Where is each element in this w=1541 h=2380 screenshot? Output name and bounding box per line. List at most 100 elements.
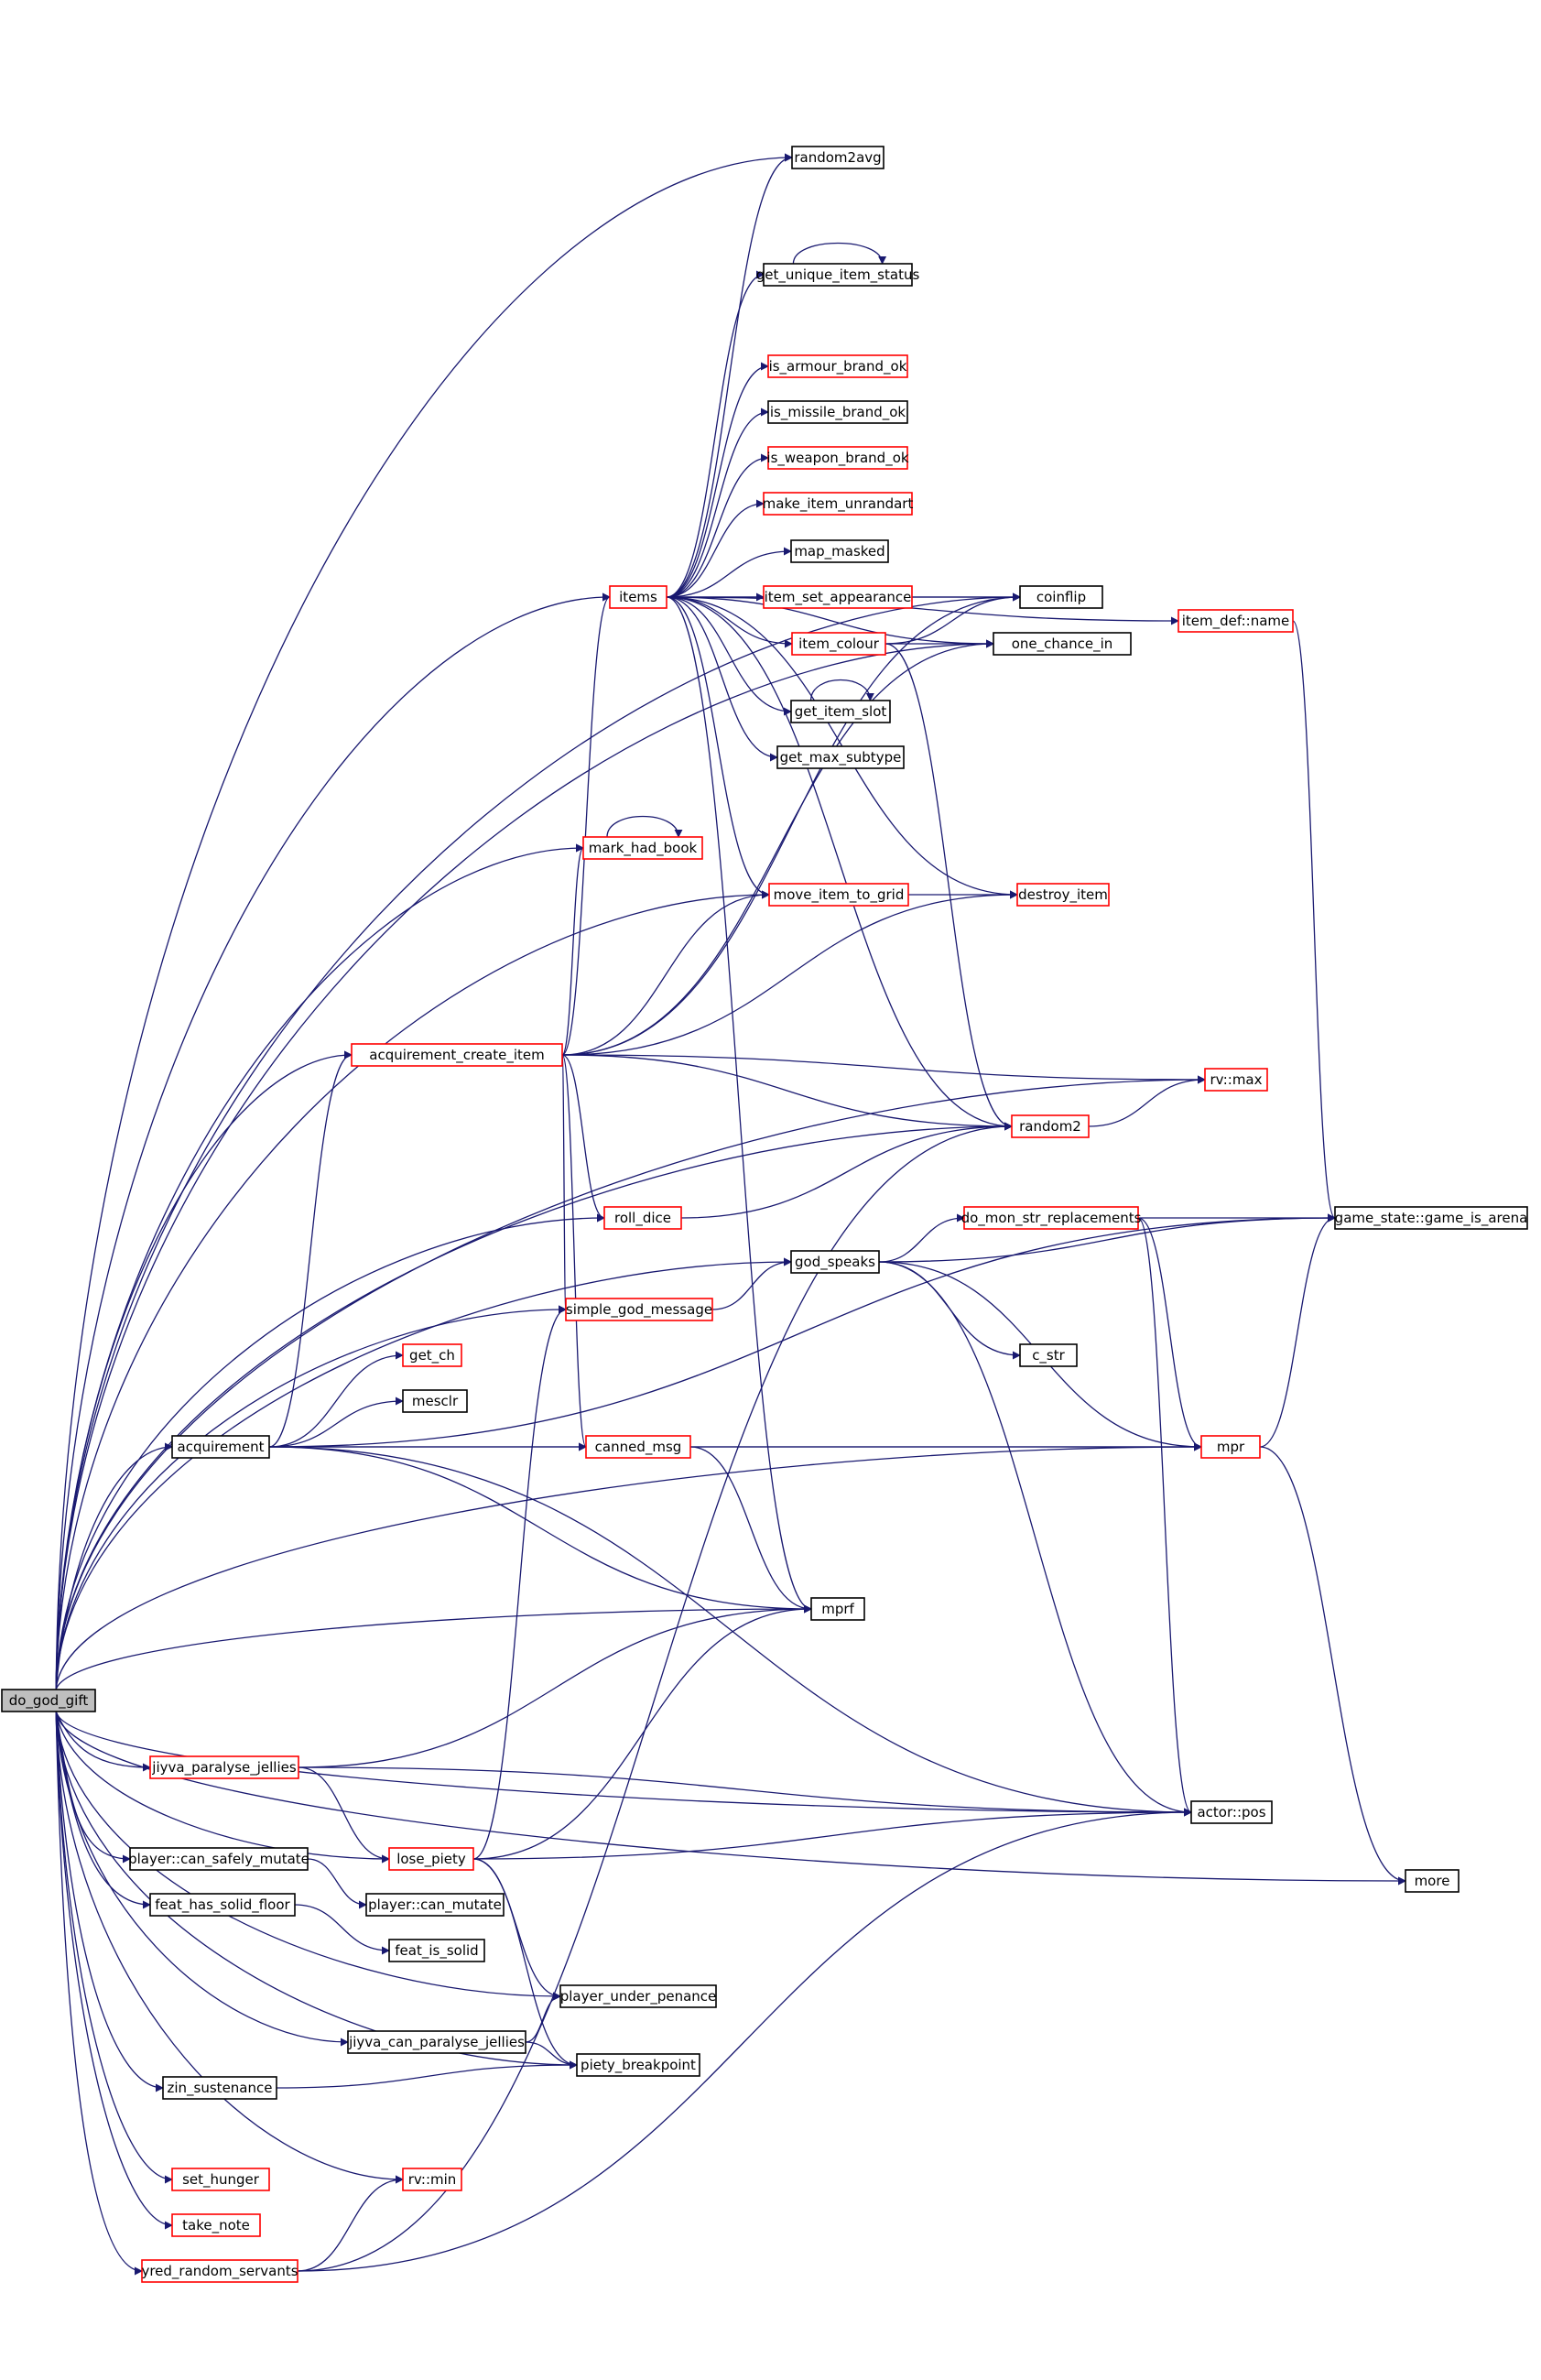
node-box[interactable]: [171, 2213, 261, 2237]
node-box[interactable]: [171, 1435, 270, 1459]
node-box[interactable]: [149, 1755, 299, 1779]
node-box[interactable]: [963, 1206, 1139, 1230]
node-box[interactable]: [1177, 609, 1294, 633]
node-item-set-appearance[interactable]: item_set_appearance: [763, 585, 913, 609]
node-take-note[interactable]: take_note: [171, 2213, 261, 2237]
node-box[interactable]: [171, 2168, 270, 2191]
node-jiyva-can-paralyse-jellies[interactable]: jiyva_can_paralyse_jellies: [347, 2030, 526, 2054]
node-player-can-safely-mutate[interactable]: player::can_safely_mutate: [128, 1847, 309, 1871]
node-get-ch[interactable]: get_ch: [402, 1343, 462, 1367]
node-rv-max[interactable]: rv::max: [1204, 1068, 1268, 1092]
node-acquirement-create-item[interactable]: acquirement_create_item: [351, 1043, 563, 1067]
node-box[interactable]: [582, 836, 703, 860]
node-box[interactable]: [1011, 1114, 1090, 1138]
node-box[interactable]: [402, 1343, 462, 1367]
node-player-can-mutate[interactable]: player::can_mutate: [365, 1893, 505, 1917]
node-box[interactable]: [351, 1043, 563, 1067]
node-coinflip[interactable]: coinflip: [1019, 585, 1103, 609]
node-box[interactable]: [810, 1597, 865, 1621]
node-lose-piety[interactable]: lose_piety: [388, 1847, 474, 1871]
node-jiyva-paralyse-jellies[interactable]: jiyva_paralyse_jellies: [149, 1755, 299, 1779]
node-item-colour[interactable]: item_colour: [791, 632, 886, 656]
node-box[interactable]: [1, 1689, 96, 1712]
node-actor-pos[interactable]: actor::pos: [1190, 1800, 1273, 1824]
node-box[interactable]: [767, 446, 908, 470]
node-items[interactable]: items: [609, 585, 667, 609]
node-is-weapon-brand-ok[interactable]: is_weapon_brand_ok: [766, 446, 909, 470]
node-piety-breakpoint[interactable]: piety_breakpoint: [576, 2053, 700, 2077]
node-roll-dice[interactable]: roll_dice: [603, 1206, 682, 1230]
node-acquirement[interactable]: acquirement: [171, 1435, 270, 1459]
node-random2[interactable]: random2: [1011, 1114, 1090, 1138]
node-is-armour-brand-ok[interactable]: is_armour_brand_ok: [767, 354, 908, 378]
node-is-missile-brand-ok[interactable]: is_missile_brand_ok: [767, 400, 908, 424]
node-box[interactable]: [388, 1847, 474, 1871]
node-item-def-name[interactable]: item_def::name: [1177, 609, 1294, 633]
node-box[interactable]: [767, 354, 908, 378]
node-destroy-item[interactable]: destroy_item: [1016, 883, 1110, 907]
node-box[interactable]: [559, 1984, 717, 2008]
node-box[interactable]: [790, 539, 889, 563]
node-box[interactable]: [790, 700, 891, 723]
node-box[interactable]: [1019, 585, 1103, 609]
node-box[interactable]: [1200, 1435, 1261, 1459]
node-box[interactable]: [1405, 1869, 1460, 1893]
node-mark-had-book[interactable]: mark_had_book: [582, 836, 703, 860]
node-box[interactable]: [790, 1250, 880, 1274]
node-c-str[interactable]: c_str: [1019, 1343, 1078, 1367]
node-random2avg[interactable]: random2avg: [791, 146, 884, 169]
node-one-chance-in[interactable]: one_chance_in: [993, 632, 1132, 656]
node-box[interactable]: [767, 400, 908, 424]
node-box[interactable]: [402, 2168, 462, 2191]
node-box[interactable]: [791, 146, 884, 169]
node-zin-sustenance[interactable]: zin_sustenance: [162, 2076, 277, 2100]
node-box[interactable]: [993, 632, 1132, 656]
node-box[interactable]: [347, 2030, 526, 2054]
node-yred-random-servants[interactable]: yred_random_servants: [141, 2259, 298, 2283]
node-do-god-gift[interactable]: do_god_gift: [1, 1689, 96, 1712]
node-more[interactable]: more: [1405, 1869, 1460, 1893]
node-box[interactable]: [603, 1206, 682, 1230]
node-god-speaks[interactable]: god_speaks: [790, 1250, 880, 1274]
node-box[interactable]: [149, 1893, 296, 1917]
node-mprf[interactable]: mprf: [810, 1597, 865, 1621]
node-simple-god-message[interactable]: simple_god_message: [565, 1298, 713, 1321]
node-box[interactable]: [776, 745, 905, 769]
node-box[interactable]: [1019, 1343, 1078, 1367]
node-feat-is-solid[interactable]: feat_is_solid: [388, 1939, 485, 1962]
node-map-masked[interactable]: map_masked: [790, 539, 889, 563]
node-box[interactable]: [576, 2053, 700, 2077]
node-box[interactable]: [162, 2076, 277, 2100]
node-box[interactable]: [609, 585, 667, 609]
node-box[interactable]: [129, 1847, 309, 1871]
node-box[interactable]: [402, 1389, 468, 1413]
node-canned-msg[interactable]: canned_msg: [585, 1435, 691, 1459]
node-box[interactable]: [768, 883, 909, 907]
node-box[interactable]: [585, 1435, 691, 1459]
node-box[interactable]: [365, 1893, 505, 1917]
node-game-is-arena[interactable]: game_state::game_is_arena: [1334, 1206, 1528, 1230]
node-make-item-unrandart[interactable]: make_item_unrandart: [763, 492, 914, 516]
node-player-under-penance[interactable]: player_under_penance: [559, 1984, 717, 2008]
node-do-mon-str-replacements[interactable]: do_mon_str_replacements: [961, 1206, 1142, 1230]
node-set-hunger[interactable]: set_hunger: [171, 2168, 270, 2191]
node-box[interactable]: [1204, 1068, 1268, 1092]
node-box[interactable]: [388, 1939, 485, 1962]
node-box[interactable]: [141, 2259, 298, 2283]
node-box[interactable]: [1016, 883, 1110, 907]
node-box[interactable]: [763, 492, 913, 516]
node-get-item-slot[interactable]: get_item_slot: [790, 700, 891, 723]
node-box[interactable]: [791, 632, 886, 656]
node-rv-min[interactable]: rv::min: [402, 2168, 462, 2191]
node-feat-has-solid-floor[interactable]: feat_has_solid_floor: [149, 1893, 296, 1917]
node-box[interactable]: [565, 1298, 713, 1321]
node-get-unique-item-status[interactable]: get_unique_item_status: [756, 263, 920, 287]
node-box[interactable]: [1190, 1800, 1273, 1824]
node-box[interactable]: [763, 585, 913, 609]
node-mpr[interactable]: mpr: [1200, 1435, 1261, 1459]
node-box[interactable]: [1334, 1206, 1528, 1230]
node-move-item-to-grid[interactable]: move_item_to_grid: [768, 883, 909, 907]
node-box[interactable]: [763, 263, 913, 287]
node-get-max-subtype[interactable]: get_max_subtype: [776, 745, 905, 769]
node-mesclr[interactable]: mesclr: [402, 1389, 468, 1413]
